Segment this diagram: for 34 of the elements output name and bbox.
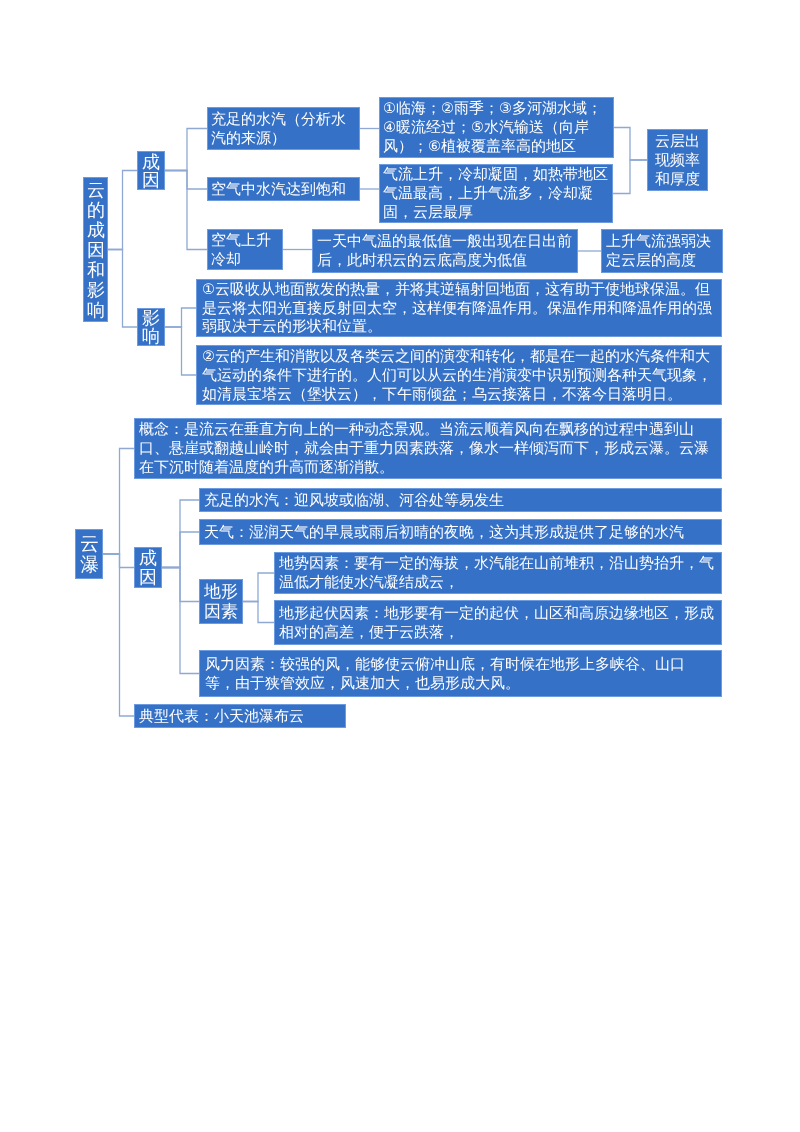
note-box: ①临海；②雨季；③多河湖水域；④暖流经过；⑤水汽输送（向岸风）；⑥植被覆盖率高的地区	[379, 97, 614, 158]
note-box: 概念：是流云在垂直方向上的一种动态景观。当流云顺着风向在飘移的过程中遇到山口、悬崖或翻越山岭时，就会由于重力因素跌落，像水一样倾泻而下，形成云瀑。云瀑在下沉时随着温度的升高而逐渐消散。	[134, 418, 722, 479]
topic-box: 云的成因和影响	[83, 177, 108, 322]
connector-line	[107, 248, 138, 328]
note-box: ①云吸收从地面散发的热量，并将其逆辐射回地面，这有助于使地球保温。但是云将太阳光直接反射回太空，这样便有降温作用。保温作用和降温作用的强弱取决于云的形状和位置。	[196, 279, 722, 337]
note-box: 充足的水汽：迎风坡或临湖、河谷处等易发生	[199, 488, 722, 512]
note-box: 典型代表：小天池瀑布云	[134, 704, 346, 728]
topic-box: 云瀑	[75, 529, 103, 579]
note-box: 地形起伏因素：地形要有一定的起伏，山区和高原边缘地区，形成相对的高差，便于云跌落，	[274, 600, 722, 645]
note-box: 气流上升，冷却凝固，如热带地区气温最高，上升气流多，冷却凝固，云层最厚	[379, 164, 613, 223]
branch-box: 成因	[137, 151, 165, 190]
note-box: 风力因素：较强的风，能够使云俯冲山底，有时候在地形上多峡谷、山口等，由于狭管效应，风速加大，也易形成大风。	[199, 650, 722, 697]
branch-box: 成因	[134, 547, 162, 588]
note-box: 天气：湿润天气的早晨或雨后初晴的夜晚，这为其形成提供了足够的水汽	[199, 519, 722, 545]
branch-box: 影响	[137, 308, 165, 346]
note-box: 云层出现频率和厚度	[647, 129, 708, 191]
branch-box: 地形因素	[199, 579, 243, 624]
connector-line	[359, 188, 380, 190]
note-box: 地势因素：要有一定的海拔，水汽能在山前堆积，沿山势抬升，气温低才能使水汽凝结成云，	[274, 552, 722, 594]
connector-line	[164, 169, 208, 251]
connector-line	[282, 248, 313, 251]
connector-line	[612, 159, 648, 195]
connector-line	[577, 250, 602, 252]
note-box: 一天中气温的最低值一般出现在日出前后，此时积云的云底高度为低值	[312, 229, 578, 273]
note-box: 上升气流强弱决定云层的高度	[601, 229, 723, 273]
note-box: 空气中水汽达到饱和	[207, 177, 360, 201]
connector-line	[161, 566, 200, 675]
connector-line	[242, 600, 275, 624]
connector-line	[102, 553, 135, 717]
note-box: ②云的产生和消散以及各类云之间的演变和转化，都是在一起的水汽条件和大气运动的条件下进行的。人们可以从云的生消演变中识别预测各种天气现象，如清晨宝塔云（堡状云），下午雨倾盆；乌云接落日，不落今日落明日。	[196, 345, 722, 405]
connector-line	[359, 127, 380, 130]
connector-line	[164, 326, 197, 376]
note-box: 空气上升冷却	[207, 229, 283, 270]
note-box: 充足的水汽（分析水汽的来源）	[207, 107, 360, 150]
